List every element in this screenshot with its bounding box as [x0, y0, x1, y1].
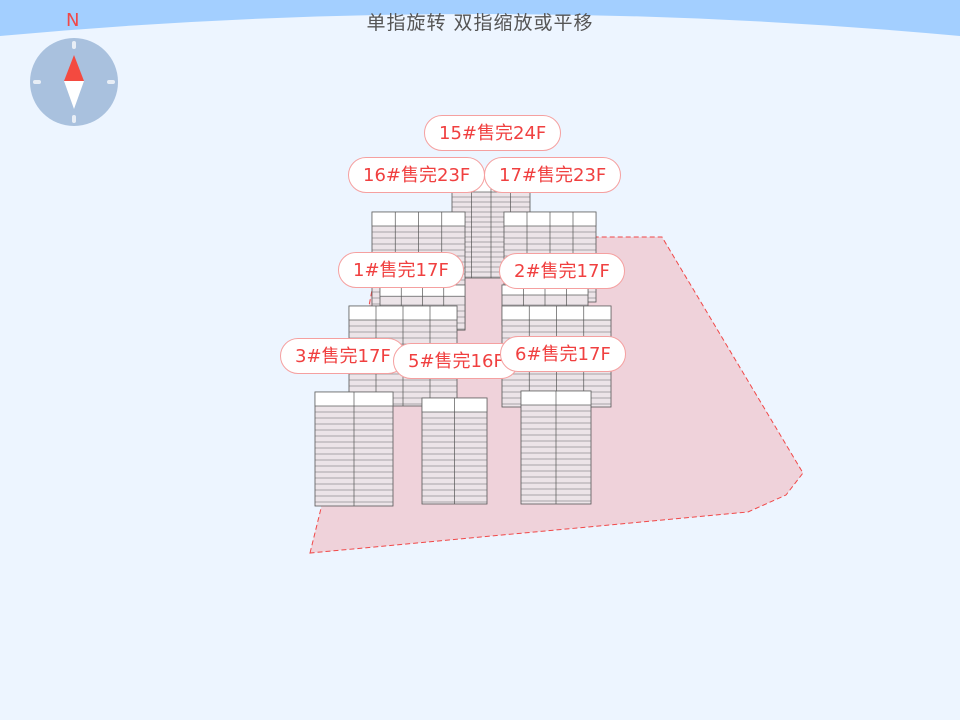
building-label-6[interactable]: 6#售完17F [500, 336, 626, 372]
building-label-2[interactable]: 2#售完17F [499, 253, 625, 289]
building-label-15[interactable]: 15#售完24F [424, 115, 562, 151]
gesture-hint: 单指旋转 双指缩放或平移 [366, 12, 594, 34]
building-label-16[interactable]: 16#售完23F [348, 157, 486, 193]
building-label-17[interactable]: 17#售完23F [484, 157, 622, 193]
building-front-right[interactable] [520, 390, 592, 505]
top-banner [0, 0, 960, 36]
building-label-1[interactable]: 1#售完17F [338, 252, 464, 288]
building-front-middle[interactable] [421, 397, 488, 505]
north-label: N [66, 10, 80, 31]
building-front-left[interactable] [314, 391, 394, 507]
compass-icon[interactable] [30, 38, 118, 126]
building-label-5[interactable]: 5#售完16F [393, 343, 519, 379]
building-label-3[interactable]: 3#售完17F [280, 338, 406, 374]
